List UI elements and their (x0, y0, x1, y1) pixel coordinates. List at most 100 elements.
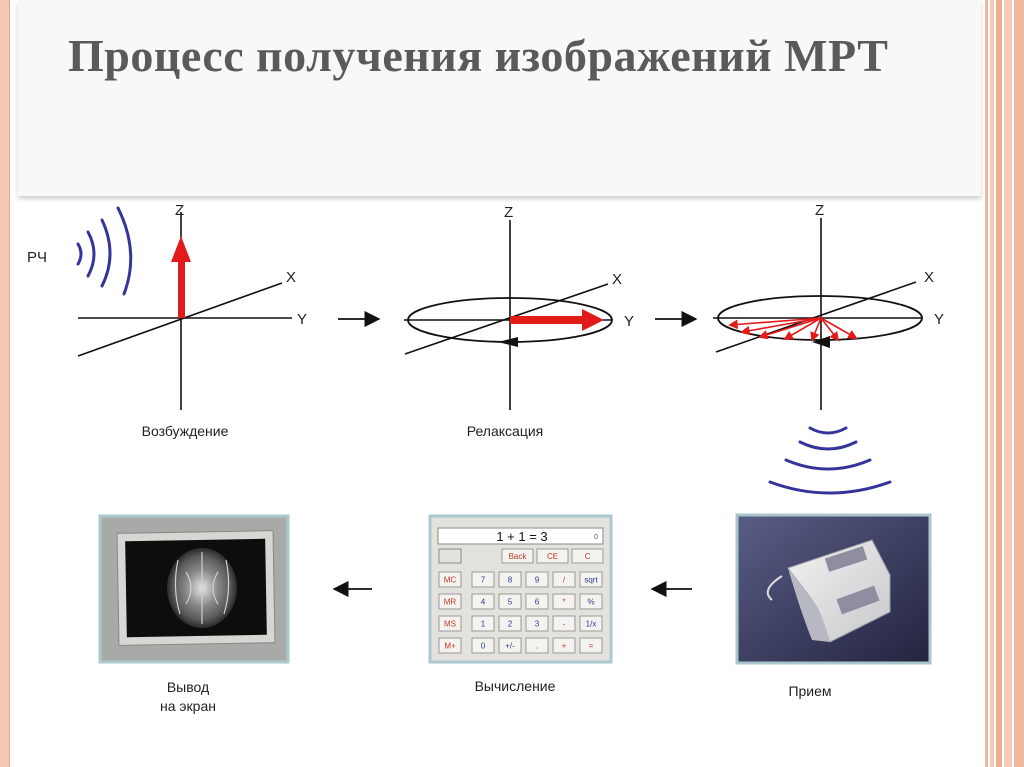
reception-photo: Прием (735, 513, 932, 699)
calculator-key: 6 (525, 593, 549, 610)
calculator-memory-button: MR (438, 593, 462, 610)
calculator-key: 0 (471, 637, 495, 654)
x-axis (715, 281, 917, 353)
x-axis-label: X (612, 271, 622, 288)
dephasing-vectors (728, 317, 858, 342)
svg-text:7: 7 (481, 576, 486, 585)
signal-wave-icon (768, 426, 892, 495)
magnetization-vector (178, 258, 185, 318)
dephasing-panel: Z X Y (713, 202, 944, 495)
calculator-button: CE (536, 548, 569, 564)
calculator-memory-button: MS (438, 615, 462, 632)
calculator-key: 1 (471, 615, 495, 632)
calculator-key: 3 (525, 615, 549, 632)
calculator-key: 2 (498, 615, 522, 632)
svg-text:/: / (563, 576, 566, 585)
display-label-line1: Вывод (167, 679, 209, 695)
svg-text:=: = (589, 642, 594, 651)
relaxation-label: Релаксация (467, 423, 544, 439)
calculator-key: 8 (498, 571, 522, 588)
calculator-display-small: 0 (594, 534, 598, 541)
calculator-key: 1/x (579, 615, 603, 632)
rotation-arrow (812, 336, 830, 348)
frame-left-border (0, 0, 9, 767)
svg-text:0: 0 (481, 642, 486, 651)
svg-text:3: 3 (535, 620, 540, 629)
display-photo: Вывод на экран (98, 514, 290, 714)
svg-text:-: - (563, 620, 566, 629)
calculator-key: 7 (471, 571, 495, 588)
rf-wave-icon (76, 206, 133, 296)
magnetization-vector (510, 316, 584, 324)
svg-text:MC: MC (444, 576, 457, 585)
calculator-key: * (552, 593, 576, 610)
frame-right-stripe (1004, 0, 1012, 767)
calculator-key: . (525, 637, 549, 654)
x-axis (404, 283, 609, 355)
calculator-button: C (571, 548, 604, 564)
svg-text:+: + (562, 642, 567, 651)
svg-text:%: % (587, 598, 594, 607)
svg-text:CE: CE (547, 552, 558, 561)
calculator-key: +/- (498, 637, 522, 654)
svg-text:8: 8 (508, 576, 513, 585)
svg-text:M+: M+ (444, 642, 456, 651)
frame-left-line (9, 0, 10, 767)
calculator-key: = (579, 637, 603, 654)
calculator-memory-indicator (438, 548, 462, 564)
computation-label: Вычисление (475, 678, 556, 694)
y-axis-label: Y (934, 311, 944, 328)
calculator-key: / (552, 571, 576, 588)
svg-text:sqrt: sqrt (584, 576, 598, 585)
svg-text:+/-: +/- (505, 642, 515, 651)
magnetization-arrowhead (171, 236, 191, 262)
svg-text:1/x: 1/x (586, 620, 597, 629)
svg-text:6: 6 (535, 598, 540, 607)
svg-text:MS: MS (444, 620, 456, 629)
svg-text:.: . (536, 642, 538, 651)
svg-text:9: 9 (535, 576, 540, 585)
coil-cable (766, 575, 783, 601)
calculator-display: 1 + 1 = 3 (496, 529, 547, 544)
svg-text:1: 1 (481, 620, 486, 629)
frame-right-stripe (990, 0, 994, 767)
rf-label: РЧ (27, 249, 47, 266)
x-axis-label: X (286, 269, 296, 286)
calculator-memory-button: MC (438, 571, 462, 588)
svg-text:MR: MR (444, 598, 457, 607)
frame-right-stripe (1014, 0, 1024, 767)
svg-text:C: C (585, 552, 591, 561)
excitation-label: Возбуждение (142, 423, 229, 439)
calculator-key: 5 (498, 593, 522, 610)
svg-text:Back: Back (509, 552, 528, 561)
title-band (18, 0, 981, 196)
rotation-arrow (498, 337, 518, 347)
calculator-key: + (552, 637, 576, 654)
reception-label: Прием (788, 683, 831, 699)
y-axis-label: Y (624, 313, 634, 330)
svg-text:2: 2 (508, 620, 513, 629)
relaxation-panel: Z X Y Релаксация (404, 204, 634, 439)
x-axis-label: X (924, 269, 934, 286)
calculator-button: Back (501, 548, 534, 564)
svg-text:5: 5 (508, 598, 513, 607)
brain-scan-detail (174, 552, 230, 624)
svg-text:4: 4 (481, 598, 486, 607)
calculator-key: 4 (471, 593, 495, 610)
y-axis-label: Y (297, 311, 307, 328)
z-axis-label: Z (815, 202, 824, 219)
z-axis-label: Z (175, 202, 184, 219)
frame-right-stripe (996, 0, 1002, 767)
calculator-memory-button: M+ (438, 637, 462, 654)
display-label-line2: на экран (160, 698, 216, 714)
z-axis-label: Z (504, 204, 513, 221)
calculator-image: 1 + 1 = 3 0 Back CE C MC MR MS M+ 7 8 9 / sqrt 4 5 6… (428, 514, 613, 694)
svg-text:*: * (562, 598, 565, 607)
slide-title: Процесс получения изображений МРТ (68, 30, 889, 81)
calculator-key: 9 (525, 571, 549, 588)
x-axis (77, 282, 283, 357)
frame-right-stripe (985, 0, 988, 767)
calculator-key: sqrt (579, 571, 603, 588)
excitation-panel: РЧ Z X Y Возбуждение (27, 202, 307, 439)
